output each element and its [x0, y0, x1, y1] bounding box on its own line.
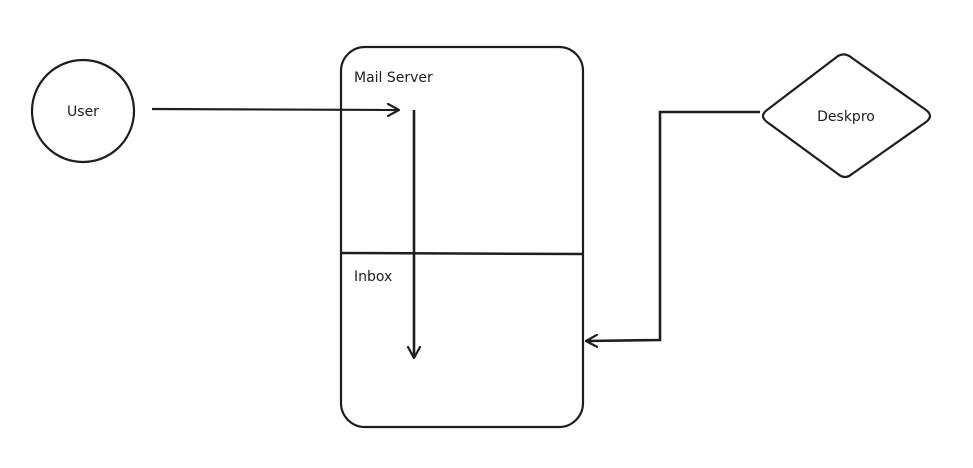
mail-server-node[interactable]: Mail Server	[339, 45, 585, 429]
inbox-label: Inbox	[354, 269, 392, 285]
deskpro-diamond	[761, 53, 932, 179]
mail-server-label: Mail Server	[354, 70, 433, 86]
deskpro-node[interactable]: Deskpro	[761, 53, 932, 179]
edge-user-to-mail-server[interactable]	[151, 109, 399, 110]
mail-server-box	[339, 45, 585, 429]
inbox-divider	[340, 251, 583, 256]
edge-deskpro-to-inbox[interactable]	[586, 110, 760, 341]
user-circle	[30, 58, 136, 164]
deskpro-label: Deskpro	[817, 109, 875, 125]
user-node[interactable]: User	[30, 58, 136, 164]
user-label: User	[67, 104, 99, 120]
inbox-node[interactable]: Inbox	[354, 269, 392, 285]
